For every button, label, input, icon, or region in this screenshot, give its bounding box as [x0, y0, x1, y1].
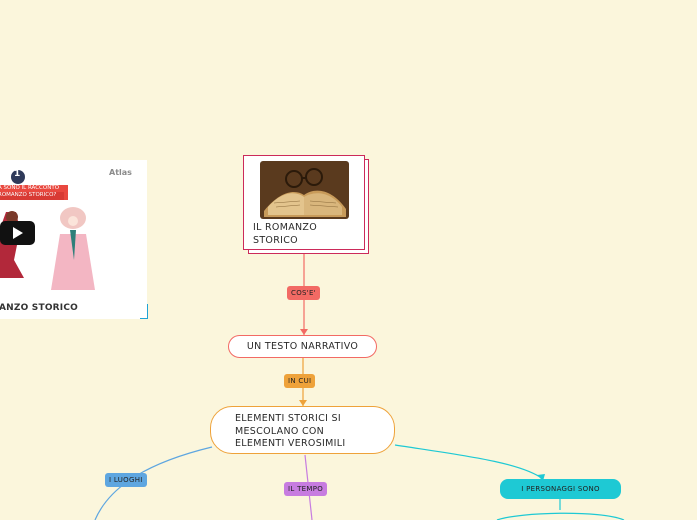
tag-personaggi[interactable]: I PERSONAGGI SONO: [500, 479, 621, 499]
next-node-outline: [496, 512, 625, 520]
main-topic-card[interactable]: IL ROMANZO STORICO: [243, 155, 365, 250]
tag-tempo[interactable]: IL TEMPO: [284, 482, 328, 496]
tag-luoghi[interactable]: I LUOGHI: [105, 473, 147, 487]
arrowhead-cose: [300, 329, 308, 335]
play-icon: [13, 227, 23, 239]
open-book-icon: [260, 161, 349, 219]
play-button[interactable]: [0, 221, 35, 245]
video-brand: Atlas: [109, 168, 132, 177]
video-thumbnail[interactable]: 1 Atlas A SONO IL RACCONTO ROMANZO STORI…: [0, 160, 147, 319]
node-testo-narrativo-label: UN TESTO NARRATIVO: [246, 341, 359, 352]
main-card-title: IL ROMANZO STORICO: [253, 222, 317, 246]
tag-in-cui[interactable]: IN CUI: [284, 374, 316, 388]
node-elementi-label: ELEMENTI STORICI SI MESCOLANO CON ELEMEN…: [235, 413, 346, 449]
node-testo-narrativo[interactable]: UN TESTO NARRATIVO: [228, 335, 377, 358]
video-badge-number: 1: [14, 169, 21, 179]
node-elementi[interactable]: ELEMENTI STORICI SI MESCOLANO CON ELEMEN…: [210, 406, 395, 454]
arrowhead-in-cui: [299, 400, 307, 406]
connector-personaggi: [394, 444, 544, 480]
video-bottom-title: ANZO STORICO: [0, 303, 79, 313]
video-caption-top: A SONO IL RACCONTO ROMANZO STORICO?: [0, 185, 60, 198]
video-resize-handle[interactable]: [140, 304, 148, 319]
tag-cose[interactable]: COS'E': [287, 286, 320, 300]
